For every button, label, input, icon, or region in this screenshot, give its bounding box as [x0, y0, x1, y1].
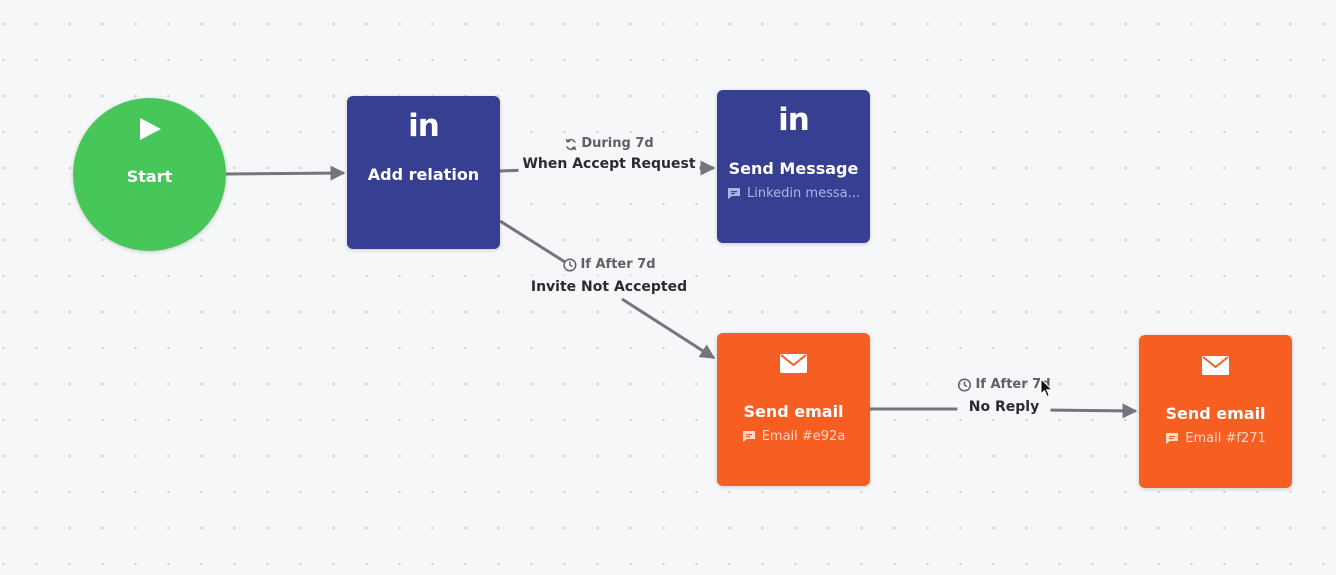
edge-add-relation-to-send-email[interactable] — [499, 219, 714, 358]
mail-icon — [1202, 356, 1229, 375]
edge-event-not-accepted: Invite Not Accepted — [526, 276, 692, 298]
edge-start-to-add-relation[interactable] — [225, 165, 346, 181]
send-email-2-subtitle: Email #f271 — [1145, 431, 1286, 446]
send-email-1-template: Email #e92a — [761, 429, 846, 444]
edge-event-accept: When Accept Request — [518, 153, 700, 175]
send-email-1-label: Send email — [743, 402, 844, 421]
edge-event-no-reply: No Reply — [957, 396, 1051, 418]
start-node[interactable]: Start — [73, 98, 226, 251]
linkedin-icon: in — [778, 102, 810, 138]
send-email-2-label: Send email — [1165, 404, 1266, 423]
edge-condition-accept: During 7d — [518, 136, 699, 152]
mail-icon — [780, 354, 807, 373]
edge-label-accept[interactable]: During 7d When Accept Request — [518, 136, 700, 175]
edge-condition-no-reply-text: If After 7d — [975, 377, 1051, 392]
chat-icon — [728, 188, 741, 199]
edge-label-not-accepted[interactable]: If After 7d Invite Not Accepted — [526, 257, 692, 298]
start-node-label: Start — [126, 167, 173, 186]
play-icon — [140, 118, 161, 140]
add-relation-node[interactable]: in Add relation — [347, 96, 500, 249]
edge-condition-no-reply: If After 7d — [957, 377, 1051, 393]
refresh-icon — [565, 138, 577, 150]
send-email-node-1[interactable]: Send email Email #e92a — [717, 333, 870, 486]
edge-condition-not-accepted-text: If After 7d — [580, 257, 656, 272]
chat-icon — [1166, 433, 1179, 444]
edge-condition-accept-text: During 7d — [581, 136, 654, 151]
chat-icon — [742, 431, 755, 442]
clock-icon — [957, 378, 972, 392]
send-email-1-subtitle: Email #e92a — [723, 429, 864, 444]
send-message-label: Send Message — [728, 159, 859, 178]
edge-send-email-to-send-email[interactable] — [870, 409, 1136, 411]
edge-condition-not-accepted: If After 7d — [527, 257, 691, 273]
linkedin-icon: in — [408, 108, 440, 144]
send-email-node-2[interactable]: Send email Email #f271 — [1139, 335, 1292, 488]
edge-label-no-reply[interactable]: If After 7d No Reply — [957, 377, 1051, 418]
send-email-2-template: Email #f271 — [1185, 431, 1266, 446]
send-message-subtitle: Linkedin messa... — [723, 186, 864, 201]
mouse-cursor-icon — [1040, 378, 1054, 398]
clock-icon — [562, 258, 577, 272]
add-relation-label: Add relation — [367, 165, 480, 184]
send-message-node[interactable]: in Send Message Linkedin messa... — [717, 90, 870, 243]
send-message-template: Linkedin messa... — [747, 186, 860, 201]
